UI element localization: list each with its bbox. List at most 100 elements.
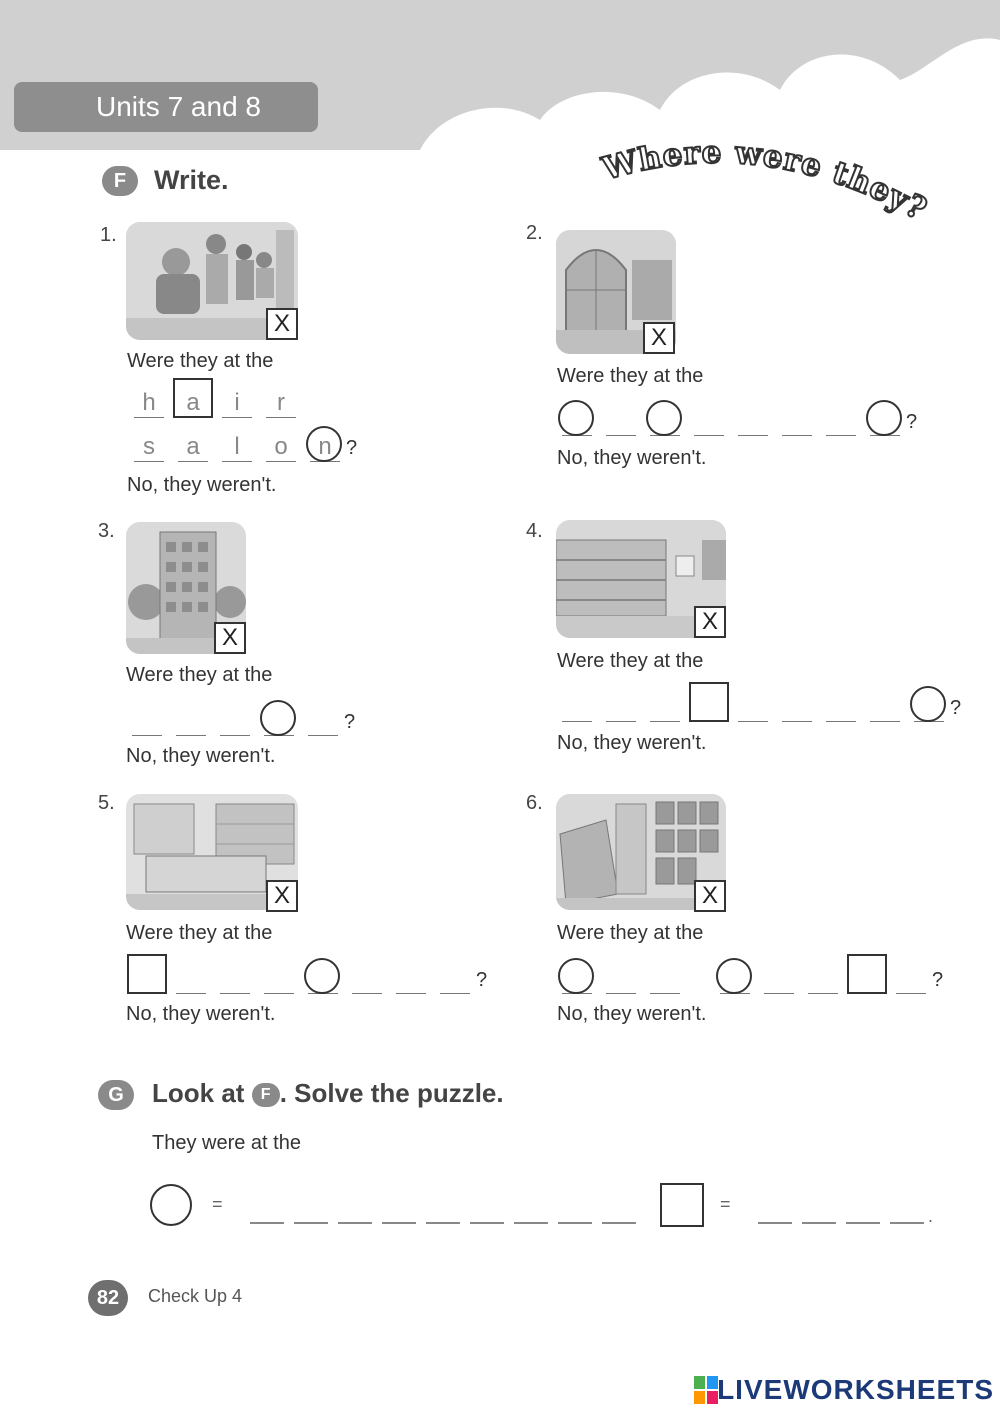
letter-slot-circle[interactable] [646,400,682,436]
letter-slot-circle[interactable] [260,700,296,736]
letter-slot[interactable] [220,702,250,736]
x-mark: X [266,880,298,912]
letter-slot[interactable] [220,960,250,994]
puzzle-blank[interactable] [758,1222,792,1224]
puzzle-prompt: They were at the [152,1132,301,1154]
puzzle-circle-symbol [150,1184,192,1226]
exercise-number: 5. [98,792,115,814]
section-g-title-end: . Solve the puzzle. [279,1078,504,1108]
question-text: Were they at the [127,350,274,372]
answer-word-hair: h a i r [134,378,310,418]
puzzle-blank[interactable] [470,1222,504,1224]
letter-slot[interactable] [396,960,426,994]
x-mark: X [643,322,675,354]
svg-text:Where were they?: Where were they? [598,135,933,229]
letter-slot[interactable] [826,688,856,722]
unit-label: Units 7 and 8 [14,82,318,132]
answer-text: No, they weren't. [127,474,277,496]
puzzle-blank[interactable] [250,1222,284,1224]
letter-slot[interactable] [606,960,636,994]
answer-blanks: ? [127,954,487,994]
letter-slot[interactable] [440,960,470,994]
letter-slot[interactable] [352,960,382,994]
letter-slot-square[interactable] [127,954,167,994]
letter-slot[interactable]: o [266,428,296,462]
letter-slot[interactable]: a [178,428,208,462]
letter-slot[interactable] [176,960,206,994]
letter-slot-circle[interactable] [866,400,902,436]
answer-blanks: ? [558,400,917,436]
liveworksheets-brand: LIVEWORKSHEETS [717,1374,994,1405]
answer-word-salon: s a l o n ? [134,426,357,462]
answer-text: No, they weren't. [557,1003,707,1025]
answer-blanks: ? [558,954,943,994]
exercise-number: 3. [98,520,115,542]
letter-slot[interactable] [264,960,294,994]
letter-slot[interactable] [826,402,856,436]
letter-slot[interactable]: r [266,384,296,418]
where-were-they-title: Where were they? [597,134,933,230]
puzzle-square-symbol [660,1183,704,1227]
x-mark: X [266,308,298,340]
section-f-title: Write. [154,165,229,195]
letter-slot[interactable] [870,688,900,722]
page-number-badge: 82 [88,1280,128,1316]
letter-slot[interactable]: l [222,428,252,462]
section-f-badge: F [102,166,138,196]
puzzle-blank[interactable] [846,1222,880,1224]
letter-slot[interactable] [738,688,768,722]
letter-slot-circle[interactable] [304,958,340,994]
letter-slot[interactable] [650,688,680,722]
letter-slot[interactable]: s [134,428,164,462]
puzzle-blank[interactable] [514,1222,548,1224]
letter-slot[interactable] [562,688,592,722]
letter-slot[interactable] [694,402,724,436]
letter-slot-circle[interactable] [558,400,594,436]
puzzle-blank[interactable] [338,1222,372,1224]
letter-slot[interactable] [782,402,812,436]
exercise-number: 2. [526,222,543,244]
section-g-badge: G [98,1080,134,1110]
puzzle-blank[interactable] [558,1222,592,1224]
puzzle-blank[interactable] [382,1222,416,1224]
liveworksheets-logo-icon [694,1376,718,1404]
letter-slot[interactable] [896,960,926,994]
x-mark: X [214,622,246,654]
puzzle-blank[interactable] [294,1222,328,1224]
letter-slot[interactable] [176,702,206,736]
letter-slot[interactable] [738,402,768,436]
equals-sign: = [720,1194,731,1214]
letter-slot-square[interactable]: a [173,378,213,418]
puzzle-blank[interactable] [602,1222,636,1224]
letter-slot-circle[interactable] [716,958,752,994]
exercise-number: 6. [526,792,543,814]
letter-slot[interactable]: i [222,384,252,418]
letter-slot-square[interactable] [847,954,887,994]
letter-slot[interactable] [782,688,812,722]
puzzle-blank[interactable] [890,1222,924,1224]
letter-slot-circle[interactable]: n [306,426,342,462]
letter-slot-square[interactable] [689,682,729,722]
section-g-title-start: Look at [152,1078,245,1108]
puzzle-blank[interactable] [426,1222,460,1224]
question-text: Were they at the [126,664,273,686]
letter-slot-circle[interactable] [910,686,946,722]
section-f-ref-badge: F [251,1083,280,1108]
equals-sign: = [212,1194,223,1214]
letter-slot[interactable]: h [134,384,164,418]
letter-slot[interactable] [808,960,838,994]
letter-slot[interactable] [308,702,338,736]
puzzle-blank[interactable] [802,1222,836,1224]
letter-slot[interactable] [764,960,794,994]
x-mark: X [694,606,726,638]
letter-slot[interactable] [606,688,636,722]
bookstore-picture [556,520,726,638]
question-text: Were they at the [557,922,704,944]
letter-slot[interactable] [650,960,680,994]
letter-slot-circle[interactable] [558,958,594,994]
exercise-number: 4. [526,520,543,542]
letter-slot[interactable] [606,402,636,436]
exercise-number: 1. [100,224,117,246]
answer-text: No, they weren't. [126,1003,276,1025]
letter-slot[interactable] [132,702,162,736]
